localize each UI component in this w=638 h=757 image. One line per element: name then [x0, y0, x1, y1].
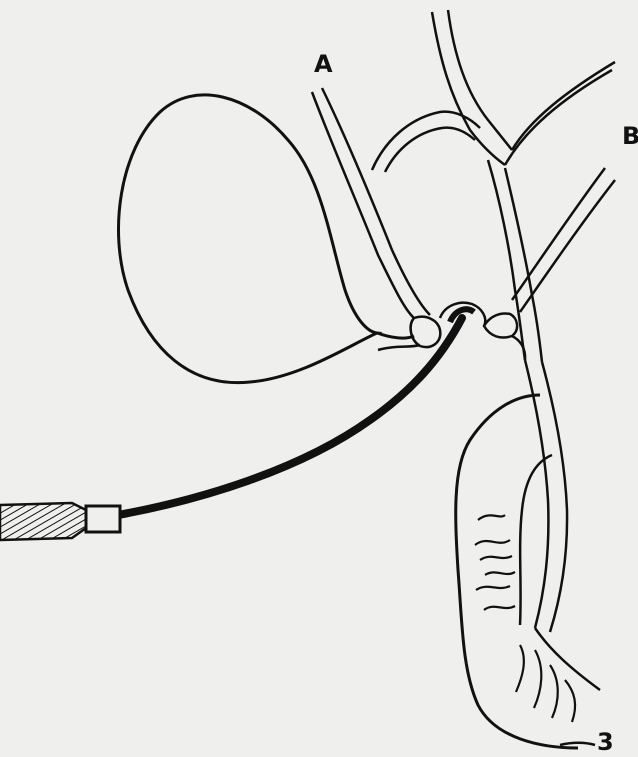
duodenal-folds [475, 515, 575, 722]
label-b: B [622, 124, 638, 148]
duct-b-right-wall [520, 180, 615, 312]
common-duct-left-wall [488, 160, 525, 360]
bile-duct-lower-right [542, 362, 567, 632]
duct-b-left-wall [512, 168, 605, 300]
hepatic-branch-right-upper-inner [512, 62, 615, 150]
gallbladder-outline [118, 95, 377, 383]
catheter-connector [86, 506, 120, 532]
label-three: 3 [597, 730, 614, 754]
syringe-body [0, 503, 86, 540]
junction-right [484, 314, 517, 338]
duct-a-left-wall [312, 92, 414, 318]
label-a: A [314, 52, 333, 76]
gallbladder-neck-lower [378, 345, 420, 350]
duodenum-lower-wall [535, 628, 600, 690]
bile-duct-lower-left [525, 360, 548, 628]
junction-left [411, 317, 441, 347]
label-3-leader [560, 743, 595, 745]
gallbladder-neck [377, 333, 414, 338]
hepatic-branch-right-upper [505, 70, 612, 165]
